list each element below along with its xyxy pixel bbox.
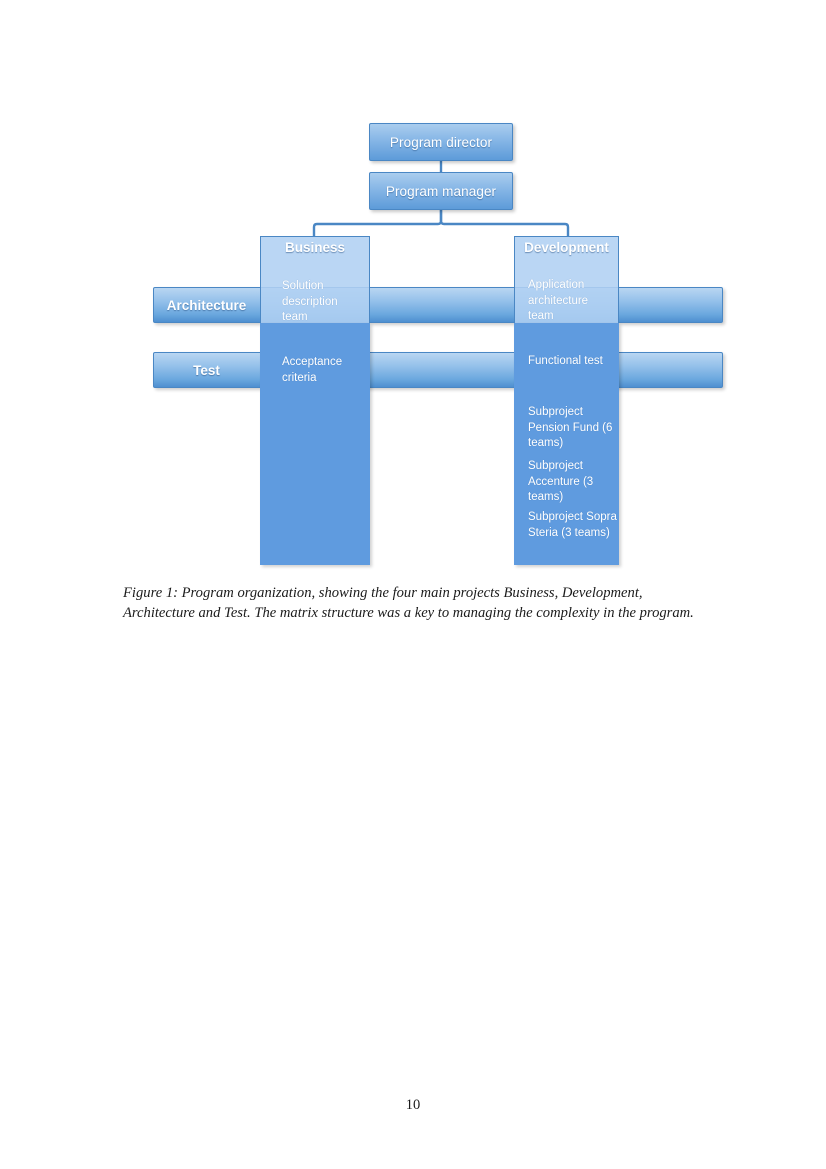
row-bar-architecture — [153, 287, 723, 323]
column-business-title: Business — [284, 240, 346, 255]
column-development-header-panel — [514, 236, 619, 323]
column-business-header-panel — [260, 236, 370, 323]
column-development-item-4: Subproject Sopra Steria (3 teams) — [528, 511, 617, 539]
connector-manager-to-development — [439, 209, 570, 236]
column-development: Development Application architecture tea… — [514, 236, 619, 565]
column-development-body-panel — [514, 323, 619, 565]
column-business-item-0: Solution description team — [282, 280, 338, 324]
figure-program-organization: Program director Program manager Busines… — [0, 0, 826, 580]
row-bar-test-label: Test — [193, 362, 220, 378]
box-program-director: Program director — [369, 123, 513, 161]
box-program-director-label: Program director — [389, 134, 493, 150]
column-development-item-0: Application architecture team — [528, 279, 589, 323]
column-development-item-3: Subproject Accenture (3 teams) — [528, 460, 594, 504]
column-development-title: Development — [524, 240, 609, 255]
connector-manager-to-business — [312, 209, 443, 236]
column-development-item-1: Functional test — [528, 355, 603, 367]
row-bar-architecture-label: Architecture — [166, 297, 247, 313]
column-business: Business Solution description team Accep… — [260, 236, 370, 565]
box-program-manager-label: Program manager — [385, 183, 497, 199]
page-number: 10 — [405, 1097, 421, 1113]
row-bar-test — [153, 352, 723, 388]
box-program-manager: Program manager — [369, 172, 513, 210]
column-business-item-1: Acceptance criteria — [282, 356, 343, 384]
figure-caption: Figure 1: Program organization, showing … — [123, 585, 694, 621]
column-development-item-2: Subproject Pension Fund (6 teams) — [528, 406, 613, 450]
column-business-body-panel — [260, 323, 370, 565]
